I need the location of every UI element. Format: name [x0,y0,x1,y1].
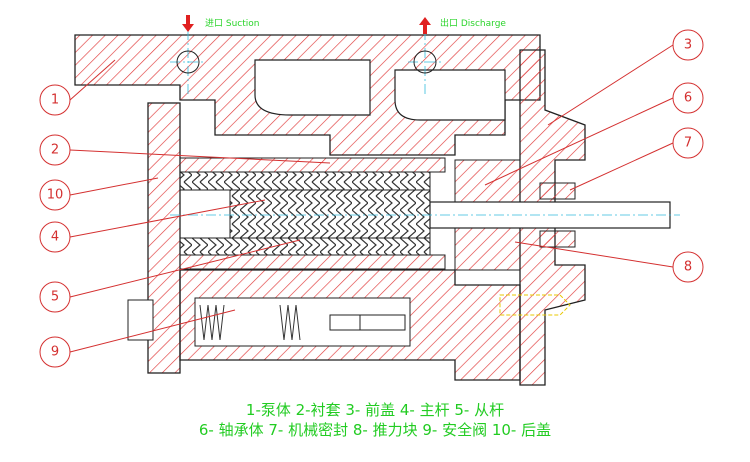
valve-spring [199,304,301,341]
suction-label: 进口 Suction [205,19,260,29]
pump-body-window [254,59,506,121]
callouts [39,29,704,368]
bushing-top [179,157,446,173]
discharge-arrow-icon [419,17,431,34]
callout-8: 8 [684,260,692,275]
discharge-port-circle [413,50,437,74]
idler-screw-bottom [179,237,431,256]
callout-3: 3 [684,38,692,53]
valve-stem [329,314,406,331]
callout-4: 4 [51,230,59,245]
callout-10: 10 [47,188,64,203]
suction-port-circle [176,50,200,74]
mechanical-seal-bottom [539,230,576,248]
discharge-label: 出口 Discharge [440,19,506,29]
legend-line-1: 1-泵体 2-衬套 3- 前盖 4- 主杆 5- 从杆 [245,401,505,419]
idler-screw-top [179,171,431,191]
callout-7: 7 [684,136,692,151]
callout-6: 6 [684,91,692,106]
mechanical-seal-top [539,182,576,200]
valve-plug [127,299,154,341]
callout-1: 1 [51,93,59,108]
main-screw [229,189,431,239]
callout-2: 2 [51,143,59,158]
callout-5: 5 [51,290,59,305]
bushing-bottom [179,254,446,270]
suction-arrow-icon [182,15,194,32]
legend-line-2: 6- 轴承体 7- 机械密封 8- 推力块 9- 安全阀 10- 后盖 [198,421,552,439]
yellow-fitting [499,294,571,316]
callout-9: 9 [51,345,59,360]
